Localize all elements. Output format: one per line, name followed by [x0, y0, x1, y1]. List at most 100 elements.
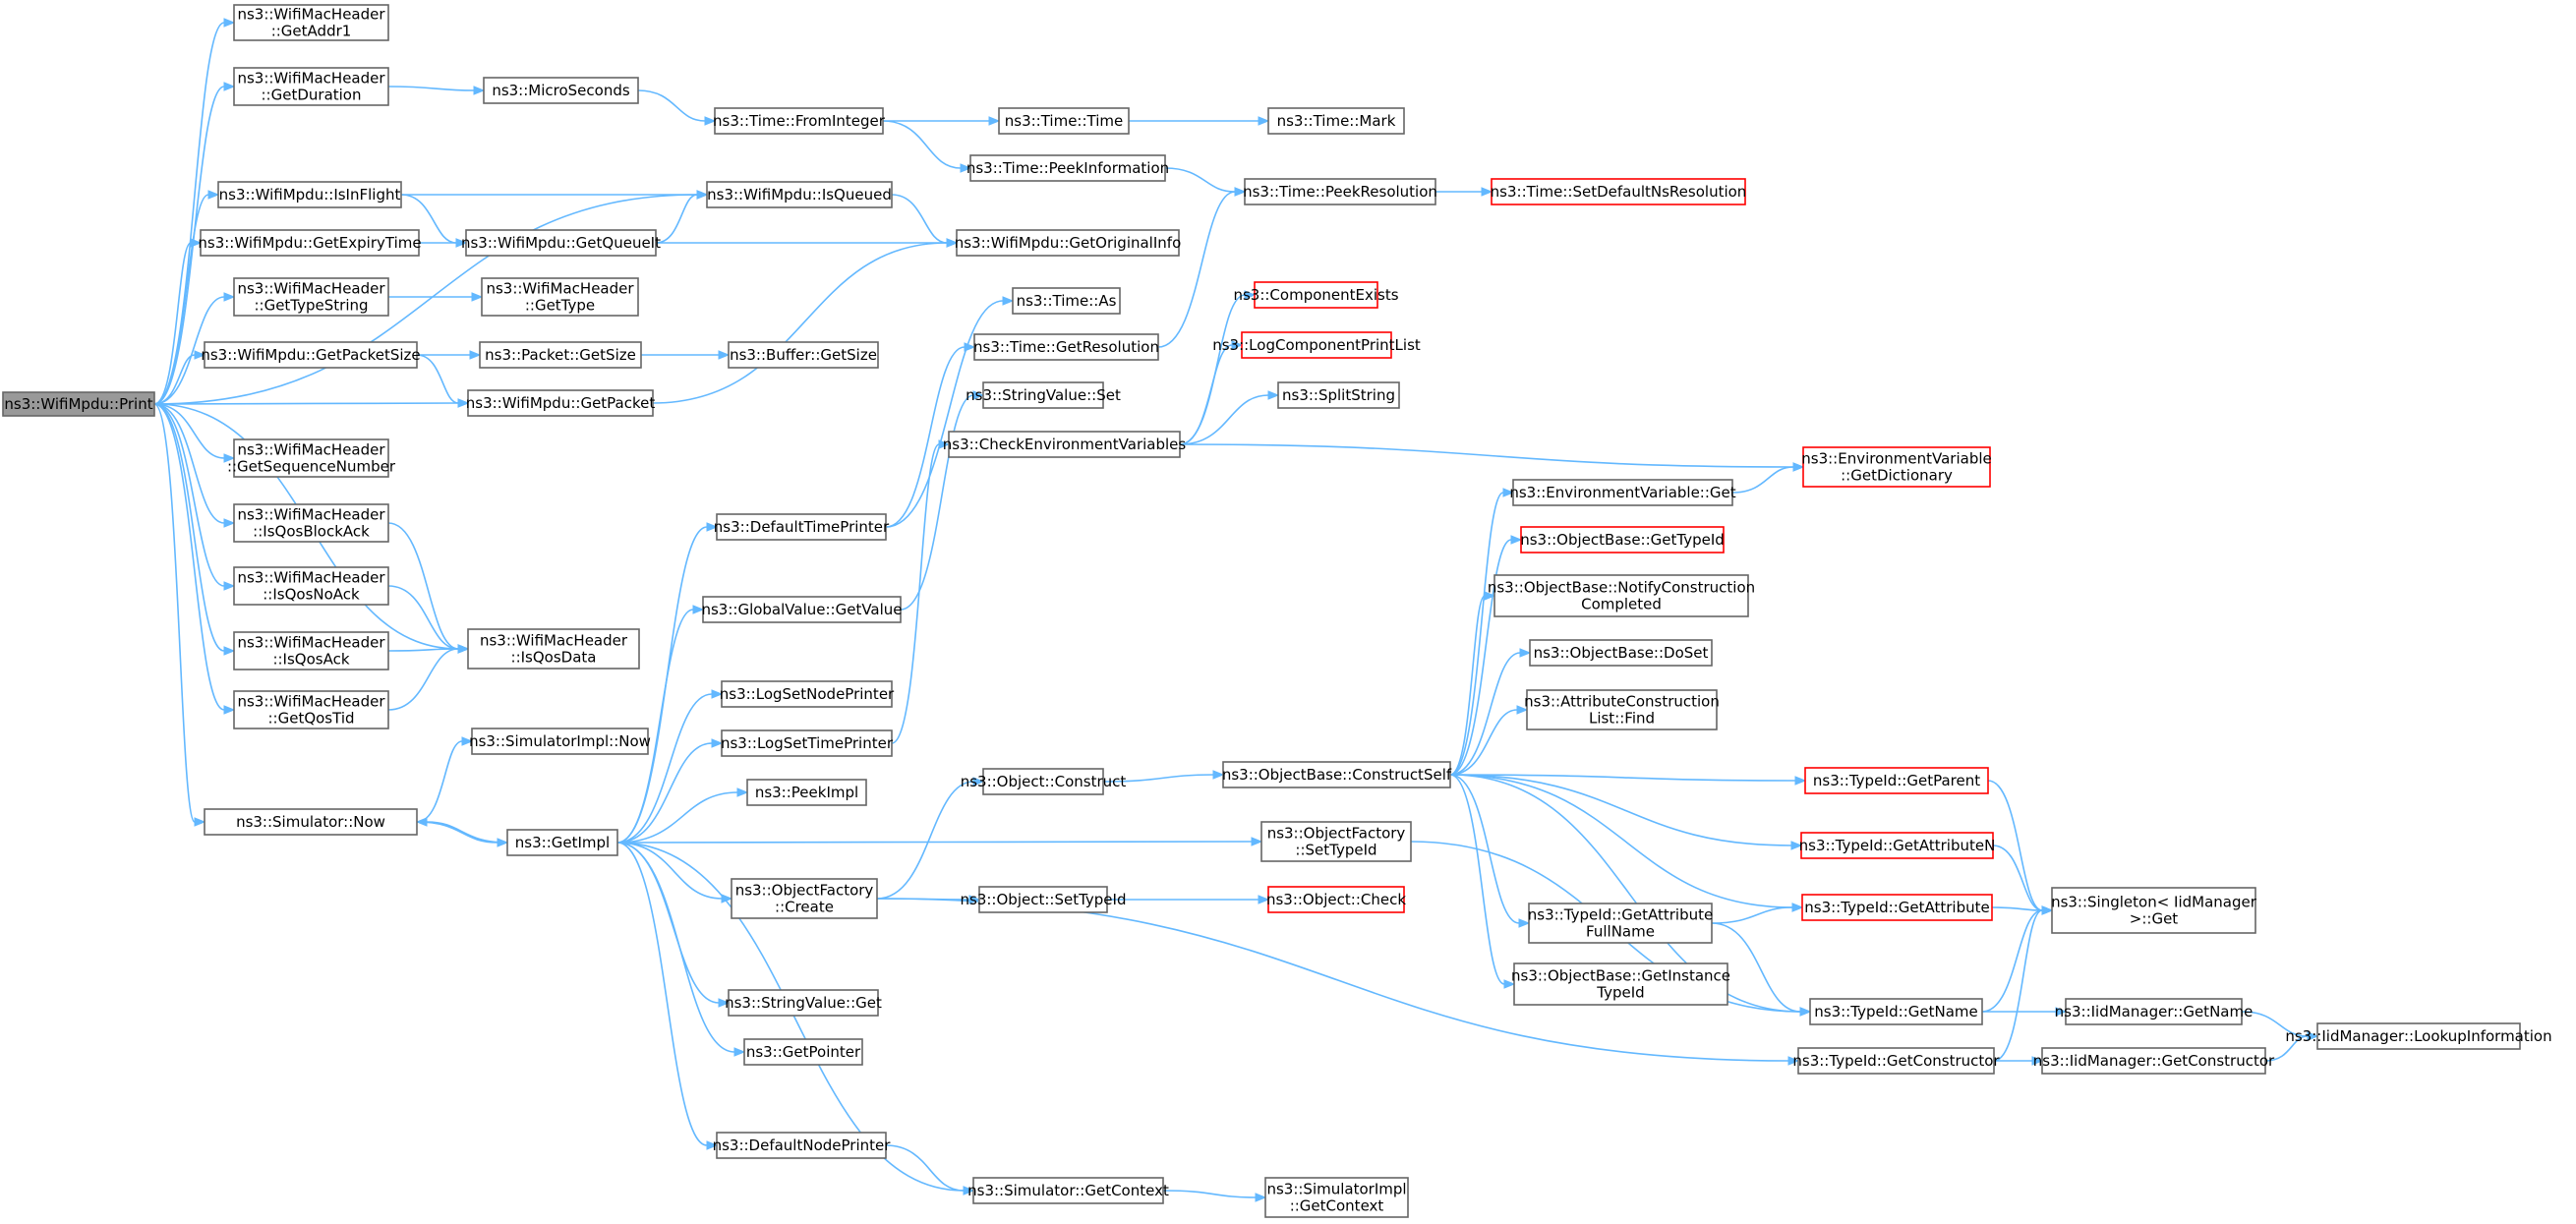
node-getparent[interactable]: ns3::TypeId::GetParent [1804, 767, 1989, 794]
node-getattrn[interactable]: ns3::TypeId::GetAttributeN [1799, 832, 1996, 859]
node-factcreate[interactable]: ns3::ObjectFactory::Create [731, 878, 878, 919]
node-getorig[interactable]: ns3::WifiMpdu::GetOriginalInfo [955, 229, 1182, 257]
node-isqosnoack[interactable]: ns3::WifiMacHeader::IsQosNoAck [233, 566, 389, 606]
node-typeidgetconst[interactable]: ns3::TypeId::GetConstructor [1792, 1047, 2000, 1075]
node-simimplgetcontext[interactable]: ns3::SimulatorImpl::GetContext [1264, 1177, 1409, 1218]
node-box [998, 107, 1130, 135]
edge-line [1449, 774, 1792, 846]
node-timeas[interactable]: ns3::Time::As [1012, 287, 1121, 315]
node-label: ns3::ObjectFactory [735, 882, 874, 900]
node-getimpl[interactable]: ns3::GetImpl [506, 829, 618, 856]
node-checkenv[interactable]: ns3::CheckEnvironmentVariables [943, 431, 1187, 458]
node-getduration[interactable]: ns3::WifiMacHeader::GetDuration [233, 67, 389, 106]
node-doset[interactable]: ns3::ObjectBase::DoSet [1529, 639, 1713, 667]
node-box [465, 229, 657, 257]
arrowhead [1510, 535, 1523, 545]
node-peekimpl[interactable]: ns3::PeekImpl [746, 779, 867, 806]
node-timemark[interactable]: ns3::Time::Mark [1267, 107, 1405, 135]
node-timetime[interactable]: ns3::Time::Time [998, 107, 1130, 135]
edge-line [153, 403, 225, 652]
node-lookupinfo[interactable]: ns3::IidManager::LookupInformation [2285, 1022, 2552, 1050]
arrowhead [1258, 116, 1270, 126]
node-stringvalueget[interactable]: ns3::StringValue::Get [725, 989, 882, 1017]
node-objgettypeid[interactable]: ns3::ObjectBase::GetTypeId [1520, 526, 1725, 554]
node-isqosblockack[interactable]: ns3::WifiMacHeader::IsQosBlockAck [233, 503, 389, 543]
edge-line [1157, 191, 1236, 348]
node-label: ns3::Simulator::Now [236, 813, 385, 831]
arrowhead [2041, 905, 2054, 915]
node-getpacketsize[interactable]: ns3::WifiMpdu::GetPacketSize [201, 341, 421, 369]
node-defnodeprinter[interactable]: ns3::DefaultNodePrinter [713, 1132, 892, 1159]
node-microseconds[interactable]: ns3::MicroSeconds [483, 77, 639, 104]
node-simimplnow[interactable]: ns3::SimulatorImpl::Now [469, 728, 651, 755]
node-envgetdict[interactable]: ns3::EnvironmentVariable::GetDictionary [1801, 446, 1992, 488]
edge-print-to-getseq [153, 403, 236, 463]
edge-line [616, 609, 694, 844]
node-label: ns3::GetImpl [515, 834, 610, 851]
node-gettype[interactable]: ns3::WifiMacHeader::GetType [481, 277, 639, 317]
edge-getpacketsize-to-getpacket [416, 354, 470, 408]
node-objconstruct[interactable]: ns3::Object::Construct [961, 768, 1127, 795]
node-envget[interactable]: ns3::EnvironmentVariable::Get [1509, 479, 1736, 506]
node-getpacket[interactable]: ns3::WifiMpdu::GetPacket [466, 389, 656, 417]
node-label: ns3::LogSetTimePrinter [721, 734, 894, 752]
node-print[interactable]: ns3::WifiMpdu::Print [2, 391, 155, 417]
node-label: ns3::WifiMpdu::GetPacketSize [201, 346, 420, 364]
node-box [1493, 574, 1749, 617]
node-notifyconst[interactable]: ns3::ObjectBase::NotifyConstructionCompl… [1488, 574, 1755, 617]
node-buffergetsize[interactable]: ns3::Buffer::GetSize [728, 341, 879, 369]
node-peekres[interactable]: ns3::Time::PeekResolution [1243, 178, 1437, 205]
node-isqosdata[interactable]: ns3::WifiMacHeader::IsQosData [467, 628, 640, 670]
edge-getpacket-to-getorig [652, 238, 959, 404]
node-logsetnode[interactable]: ns3::LogSetNodePrinter [720, 680, 895, 708]
node-getattr[interactable]: ns3::TypeId::GetAttribute [1801, 894, 1993, 921]
node-simnow[interactable]: ns3::Simulator::Now [204, 808, 418, 836]
node-getseq[interactable]: ns3::WifiMacHeader::GetSequenceNumber [227, 438, 396, 478]
node-isqosack[interactable]: ns3::WifiMacHeader::IsQosAck [233, 631, 389, 670]
node-fromint[interactable]: ns3::Time::FromInteger [713, 107, 886, 135]
edge-line [1711, 906, 1793, 924]
node-typeidgetname[interactable]: ns3::TypeId::GetName [1809, 998, 1983, 1025]
node-stringvalueset[interactable]: ns3::StringValue::Set [966, 381, 1121, 409]
node-isqueued[interactable]: ns3::WifiMpdu::IsQueued [706, 181, 893, 208]
node-constructself[interactable]: ns3::ObjectBase::ConstructSelf [1222, 761, 1452, 788]
node-getaddr1[interactable]: ns3::WifiMacHeader::GetAddr1 [233, 4, 389, 41]
node-simgetcontext[interactable]: ns3::Simulator::GetContext [967, 1177, 1169, 1204]
node-getpointer[interactable]: ns3::GetPointer [743, 1038, 863, 1066]
node-getqueueit[interactable]: ns3::WifiMpdu::GetQueueIt [461, 229, 661, 257]
node-objcheck[interactable]: ns3::Object::Check [1266, 886, 1406, 913]
arrowhead [1255, 1193, 1267, 1202]
arrowhead [711, 738, 724, 748]
node-getqostid[interactable]: ns3::WifiMacHeader::GetQosTid [233, 690, 389, 729]
edge-constructself-to-attrfind [1449, 705, 1529, 776]
node-logsettime[interactable]: ns3::LogSetTimePrinter [721, 729, 894, 757]
node-iidgetname[interactable]: ns3::IidManager::GetName [2055, 998, 2254, 1025]
node-packetgetsize[interactable]: ns3::Packet::GetSize [479, 341, 642, 369]
node-factsettypeid[interactable]: ns3::ObjectFactory::SetTypeId [1260, 821, 1412, 862]
node-label: ns3::CheckEnvironmentVariables [943, 436, 1187, 453]
node-setdefres[interactable]: ns3::Time::SetDefaultNsResolution [1491, 178, 1747, 205]
node-gettypestring[interactable]: ns3::WifiMacHeader::GetTypeString [233, 277, 389, 317]
node-box [506, 829, 618, 856]
node-getres[interactable]: ns3::Time::GetResolution [973, 333, 1159, 361]
node-splitstring[interactable]: ns3::SplitString [1277, 381, 1400, 409]
node-label: ns3::Object::SetTypeId [961, 891, 1127, 908]
arrowhead [1794, 776, 1807, 786]
node-singleton[interactable]: ns3::Singleton< IidManager>::Get [2051, 887, 2257, 934]
node-logcomplist[interactable]: ns3::LogComponentPrintList [1212, 331, 1421, 359]
node-getexpiry[interactable]: ns3::WifiMpdu::GetExpiryTime [198, 229, 422, 257]
node-deftimeprinter[interactable]: ns3::DefaultTimePrinter [714, 513, 890, 541]
node-globalgetvalue[interactable]: ns3::GlobalValue::GetValue [701, 596, 903, 623]
edge-fromint-to-peekinfo [882, 120, 972, 173]
node-objsettypeid[interactable]: ns3::Object::SetTypeId [961, 886, 1127, 913]
edge-line [1449, 774, 1505, 985]
node-compexists[interactable]: ns3::ComponentExists [1233, 281, 1399, 309]
node-peekinfo[interactable]: ns3::Time::PeekInformation [966, 154, 1169, 182]
edge-line [876, 781, 974, 900]
node-isinflight[interactable]: ns3::WifiMpdu::IsInFlight [217, 181, 402, 208]
node-box [233, 690, 389, 729]
node-iidgetconst[interactable]: ns3::IidManager::GetConstructor [2033, 1047, 2275, 1075]
